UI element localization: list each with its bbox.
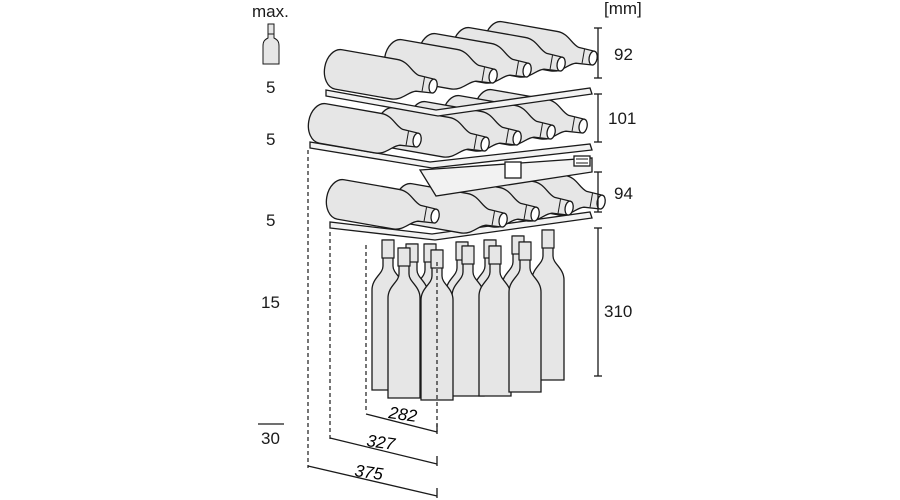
control-panel [418,155,593,197]
depth-guides [307,150,438,468]
depth-label-middle: 327 [365,431,396,454]
capacity-total: 30 [261,429,280,448]
unit-label: [mm] [604,0,642,18]
height-shelf-1: 92 [614,45,633,64]
floor-bottles [371,229,565,401]
depth-label-inner: 282 [386,403,418,426]
height-brackets [594,27,602,377]
shelf-1 [320,18,602,117]
shelf-3 [322,162,610,242]
height-shelf-2: 101 [608,109,637,128]
capacity-shelf-3: 5 [266,211,276,230]
height-shelf-3: 94 [614,184,633,203]
shelf-2 [304,86,593,169]
capacity-floor: 15 [261,293,280,312]
capacity-shelf-1: 5 [266,78,276,97]
depth-dimension-lines [307,413,438,498]
height-floor: 310 [604,302,633,321]
depth-label-outer: 375 [353,461,384,484]
max-label: max. [252,2,289,21]
bottle-icon [262,23,280,65]
capacity-shelf-2: 5 [266,130,276,149]
